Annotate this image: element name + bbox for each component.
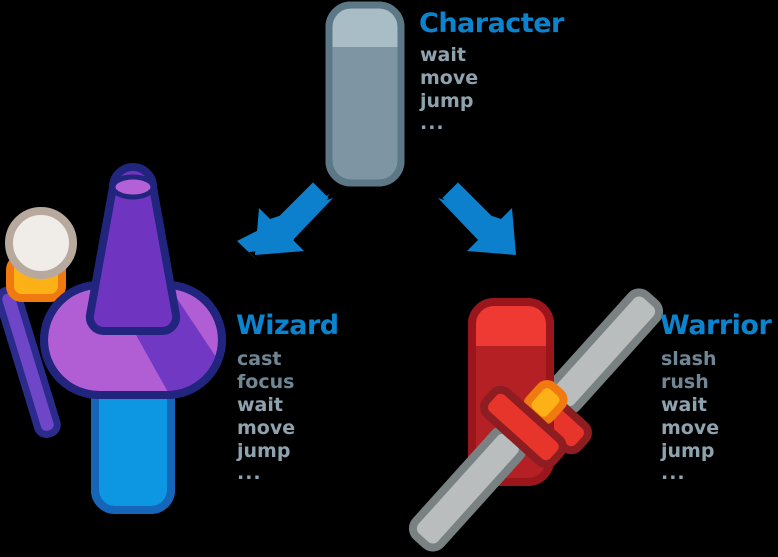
wizard-method-focus: focus [237, 371, 295, 393]
warrior-sword-lower-icon [408, 380, 568, 552]
warrior-method-rush: rush [661, 371, 709, 393]
wizard-method-cast: cast [237, 348, 282, 370]
wizard-icon [0, 163, 226, 514]
warrior-icon [408, 288, 664, 552]
arrow-down-left-icon [237, 182, 333, 263]
character-method-move: move [420, 67, 479, 89]
character-figure [324, 0, 414, 190]
arrow-character-to-wizard [237, 182, 334, 264]
warrior-method-move: move [661, 417, 720, 439]
warrior-method-slash: slash [661, 348, 717, 370]
arrow-character-to-warrior [437, 182, 533, 264]
warrior-method-wait: wait [661, 394, 707, 416]
wizard-method-jump: jump [237, 440, 291, 462]
wizard-method-ellipsis: ... [237, 462, 262, 484]
character-method-jump: jump [420, 90, 474, 112]
warrior-figure [390, 250, 680, 552]
wizard-staff-icon [0, 207, 77, 438]
arrow-down-right-icon [438, 182, 516, 255]
warrior-method-ellipsis: ... [661, 462, 686, 484]
wizard-title: Wizard [236, 310, 339, 341]
wizard-method-wait: wait [237, 394, 283, 416]
warrior-method-list: slash rush wait move jump ... [661, 348, 719, 483]
wizard-method-move: move [237, 417, 296, 439]
warrior-method-jump: jump [661, 440, 715, 462]
wizard-method-list: cast focus wait move jump ... [237, 348, 295, 483]
character-capsule-icon [325, 1, 405, 187]
character-title: Character [419, 8, 564, 39]
character-method-wait: wait [420, 44, 466, 66]
character-method-ellipsis: ... [420, 112, 445, 134]
warrior-title: Warrior [660, 310, 772, 341]
wizard-figure [0, 163, 240, 557]
character-method-list: wait move jump ... [420, 44, 478, 133]
